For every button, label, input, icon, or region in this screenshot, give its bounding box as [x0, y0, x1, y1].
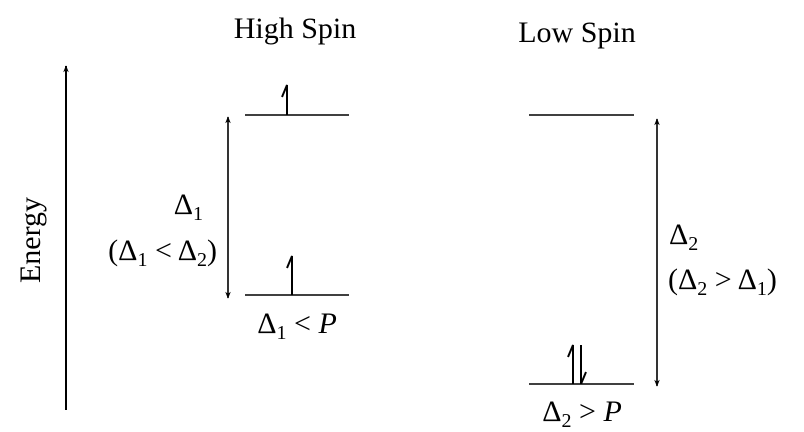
high-spin-condition-label: Δ1 < P — [257, 307, 337, 344]
high-spin-gap-label: Δ1 — [174, 188, 203, 225]
high-spin-comparison-label: (Δ1 < Δ2) — [108, 234, 217, 271]
low-spin-title: Low Spin — [518, 16, 636, 49]
low-spin-gap-label: Δ2 — [669, 218, 698, 255]
low-spin-electron-up-icon — [567, 344, 574, 384]
low-spin-comparison-label: (Δ2 > Δ1) — [668, 263, 777, 300]
low-spin-electron-down-icon — [580, 345, 587, 385]
high-spin-title: High Spin — [234, 12, 357, 45]
high-spin-lower-electron-up-icon — [286, 255, 293, 295]
high-spin-upper-electron-up-icon — [281, 84, 288, 115]
low-spin-condition-label: Δ2 > P — [542, 395, 622, 432]
energy-axis-label: Energy — [14, 197, 47, 283]
